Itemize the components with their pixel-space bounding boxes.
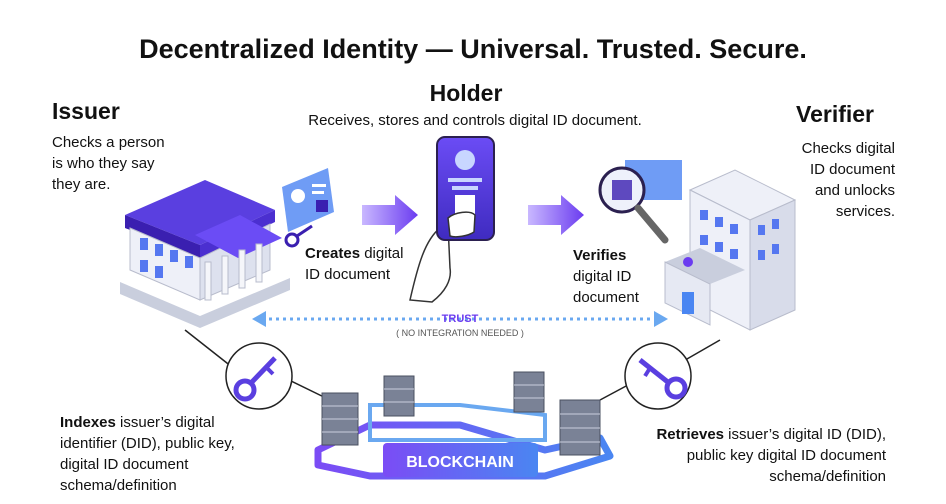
indexes-line: digital ID document: [60, 456, 189, 473]
creates-rest: digital: [360, 245, 404, 262]
indexes-description: Indexes issuer’s digital identifier (DID…: [60, 412, 300, 496]
issuer-callout-line: [184, 329, 233, 368]
page-title: Decentralized Identity — Universal. Trus…: [139, 34, 807, 64]
blockchain-label: BLOCKCHAIN: [406, 454, 514, 471]
verifies-bold: Verifies: [573, 247, 627, 264]
creates-line2: ID document: [305, 266, 391, 283]
indexes-line: identifier (DID), public key,: [60, 435, 235, 452]
verifier-building-illustration: [664, 169, 797, 331]
creates-label: Creates digital ID document: [305, 243, 435, 285]
creates-bold: Creates: [305, 245, 361, 262]
holder-phone-illustration: [409, 136, 495, 303]
retrieves-bold: Retrieves: [656, 426, 725, 443]
trust-label: TRUST: [442, 313, 479, 325]
trust-arrow: [252, 311, 668, 327]
verifier-description: Checks digital ID document and unlocks s…: [720, 138, 895, 222]
verifier-desc-line: Checks digital: [801, 140, 895, 157]
holder-description: Receives, stores and controls digital ID…: [308, 112, 642, 129]
indexes-line: schema/definition: [60, 477, 177, 494]
issuer-building-illustration: [120, 180, 290, 328]
verifies-line3: document: [573, 289, 639, 306]
present-arrow: [528, 195, 584, 235]
issue-arrow: [362, 195, 418, 235]
issuer-desc-line: is who they say: [52, 155, 155, 172]
indexes-rest: issuer’s digital: [115, 414, 215, 431]
retrieves-description: Retrieves issuer’s digital ID (DID), pub…: [600, 424, 886, 487]
blockchain-network-illustration: [314, 371, 614, 480]
verifier-callout-line-2: [599, 384, 629, 401]
verifier-key-icon: [624, 342, 692, 410]
verifier-heading: Verifier: [796, 101, 874, 127]
issuer-heading: Issuer: [52, 98, 120, 124]
verifies-label: Verifies digital ID document: [573, 245, 673, 308]
trust-sublabel: ( NO INTEGRATION NEEDED ): [396, 328, 524, 338]
verifier-desc-line: ID document: [809, 161, 895, 178]
verifier-magnifier-illustration: [598, 160, 682, 244]
indexes-bold: Indexes: [60, 414, 116, 431]
issuer-id-card-illustration: [282, 168, 334, 248]
issuer-description: Checks a person is who they say they are…: [52, 132, 232, 195]
retrieves-rest: issuer’s digital ID (DID),: [724, 426, 886, 443]
verifies-line2: digital ID: [573, 268, 632, 285]
verifier-desc-line: services.: [835, 203, 895, 220]
issuer-desc-line: they are.: [52, 176, 111, 193]
holder-heading: Holder: [429, 80, 503, 106]
verifier-desc-line: and unlocks: [814, 182, 895, 199]
retrieves-line: schema/definition: [769, 468, 886, 485]
issuer-key-icon: [225, 342, 293, 410]
retrieves-line: public key digital ID document: [686, 447, 886, 464]
issuer-desc-line: Checks a person: [52, 134, 165, 151]
